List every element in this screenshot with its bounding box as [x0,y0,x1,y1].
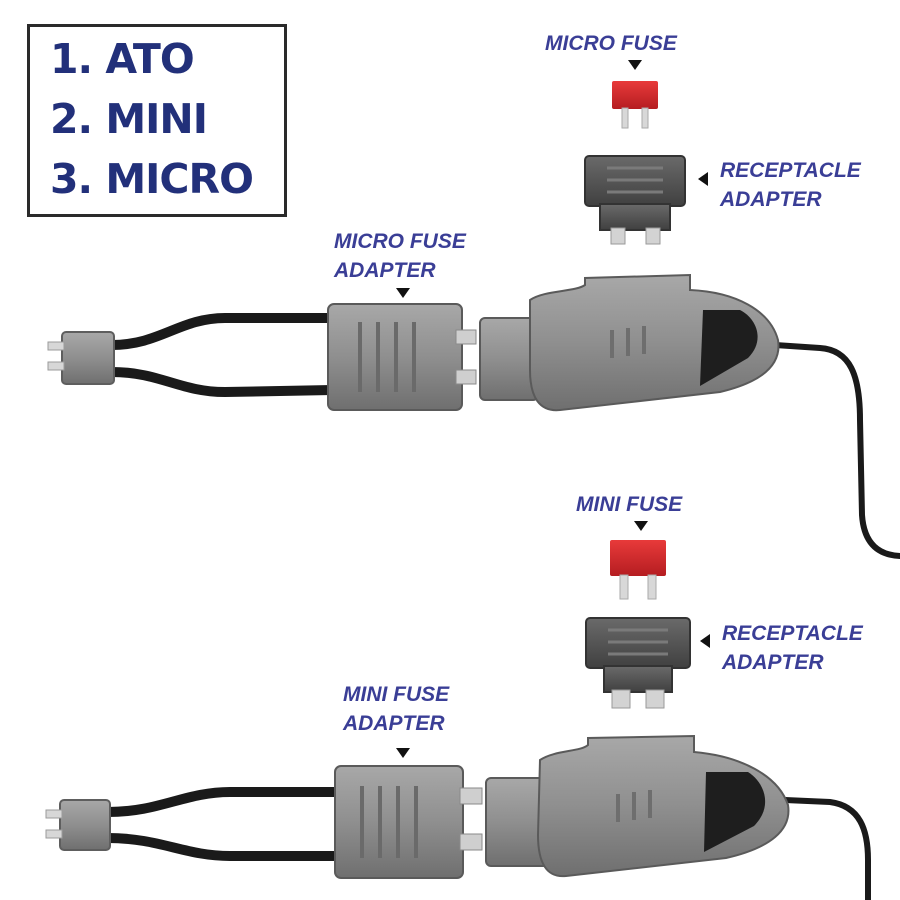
pointer-arrow-icon [396,288,410,298]
tester-probe-icon [485,734,790,878]
mini-fuse-adapter-label-line2: ADAPTER [343,712,445,735]
pointer-arrow-icon [698,172,708,186]
bottom-assembly [45,540,871,900]
tester-probe-icon [479,273,780,412]
test-lead-icon [47,313,333,398]
legend-item-micro: 3. MICRO [50,155,254,203]
receptacle-adapter-label-line2: ADAPTER [722,651,824,674]
receptacle-adapter-label-line2: ADAPTER [720,188,822,211]
fuse-adapter-icon [334,765,483,879]
receptacle-adapter-icon [584,155,686,245]
receptacle-adapter-label-line1: RECEPTACLE [722,622,863,645]
fuse-type-legend: 1. ATO 2. MINI 3. MICRO [27,24,287,217]
receptacle-adapter-icon [585,617,691,709]
legend-item-mini: 2. MINI [50,95,208,143]
receptacle-adapter-label-line1: RECEPTACLE [720,159,861,182]
fuse-icon [612,81,658,129]
mini-fuse-adapter-label-line1: MINI FUSE [343,683,450,706]
tester-cable [782,797,871,900]
legend-item-ato: 1. ATO [50,35,195,83]
fuse-icon [610,540,666,600]
tester-cable [772,342,900,559]
micro-fuse-adapter-label-line1: MICRO FUSE [334,230,466,253]
top-assembly [47,81,900,559]
fuse-adapter-icon [327,303,477,411]
test-lead-icon [45,787,338,861]
micro-fuse-label: MICRO FUSE [545,32,677,55]
pointer-arrow-icon [700,634,710,648]
pointer-arrow-icon [628,60,642,70]
pointer-arrow-icon [396,748,410,758]
mini-fuse-label: MINI FUSE [576,493,683,516]
pointer-arrow-icon [634,521,648,531]
micro-fuse-adapter-label-line2: ADAPTER [334,259,436,282]
